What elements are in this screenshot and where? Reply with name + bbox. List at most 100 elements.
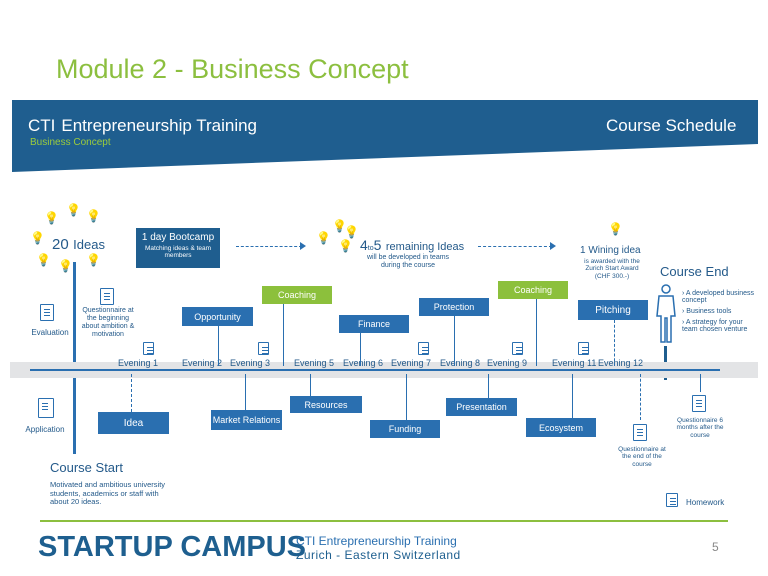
questionnaire-after-label: Questionnaire 6 months after the course <box>676 417 724 439</box>
questionnaire-begin-label: Questionnaire at the beginning about amb… <box>81 307 135 339</box>
topic-ecosystem: Ecosystem <box>526 418 596 437</box>
evening-12: Evening 12 <box>598 358 644 368</box>
questionnaire-end-label: Questionnaire at the end of the course <box>618 446 666 468</box>
winning-desc: is awarded with the Zurich Start Award (… <box>584 258 640 280</box>
evening-11: Evening 11 <box>552 358 597 368</box>
connector <box>310 374 311 396</box>
banner-program: Entrepreneurship Training <box>61 116 258 135</box>
course-end-item-text: Business tools <box>686 308 732 315</box>
arrow-bootcamp-to-teams <box>236 246 302 247</box>
evening-7: Evening 7 <box>391 358 432 368</box>
homework-icon <box>578 342 589 355</box>
lightbulb-icon: 💡 <box>44 211 59 225</box>
evening-5: Evening 5 <box>294 358 335 368</box>
connector <box>218 326 219 366</box>
page-number: 5 <box>712 540 719 554</box>
topic-finance: Finance <box>339 315 409 333</box>
topic-pitching: Pitching <box>578 300 648 320</box>
connector <box>572 374 573 418</box>
connector <box>131 374 133 412</box>
evaluation-doc-icon <box>40 304 54 321</box>
lightbulb-icon: 💡 <box>316 231 331 245</box>
footer-brand: STARTUP CAMPUS <box>38 531 306 563</box>
connector <box>614 320 616 366</box>
lightbulb-icon: 💡 <box>86 253 101 267</box>
teams-to-count: 5 <box>373 237 382 253</box>
banner-course-schedule: Course Schedule <box>606 116 737 135</box>
topic-protection: Protection <box>419 298 489 316</box>
questionnaire-end-icon <box>633 424 647 441</box>
connector <box>640 374 642 420</box>
lightbulb-icon: 💡 <box>338 239 353 253</box>
footer-divider <box>40 520 728 522</box>
connector <box>283 304 284 366</box>
footer-line-1: CTI Entrepreneurship Training <box>296 534 457 548</box>
connector <box>454 316 455 366</box>
bootcamp-title: 1 day Bootcamp <box>141 232 215 243</box>
questionnaire-after-icon <box>692 395 706 412</box>
topic-funding: Funding <box>370 420 440 438</box>
banner-background <box>12 100 758 172</box>
application-label: Application <box>25 425 65 434</box>
evening-6: Evening 6 <box>343 358 384 368</box>
connector <box>406 374 407 420</box>
teams-to: to <box>367 245 374 252</box>
homework-icon <box>418 342 429 355</box>
ideas-count: 20 <box>52 236 69 253</box>
connector <box>245 374 246 410</box>
topic-opportunity: Opportunity <box>182 307 253 326</box>
lightbulb-icon: 💡 <box>86 209 101 223</box>
evening-2: Evening 2 <box>182 358 223 368</box>
slide-title: Module 2 - Business Concept <box>56 54 409 84</box>
lightbulb-icon: 💡 <box>66 203 81 217</box>
arrowhead <box>300 242 306 250</box>
connector <box>700 374 701 392</box>
winning-title: 1 Wining idea <box>580 245 641 256</box>
topic-idea: Idea <box>98 412 169 434</box>
course-end-item: › A strategy for your team chosen ventur… <box>682 319 748 333</box>
course-end-item: › Business tools <box>682 308 732 315</box>
lightbulb-icon: 💡 <box>332 219 347 233</box>
topic-coaching-2: Coaching <box>498 281 568 299</box>
teams-bulbs-cluster: 💡 💡 💡 💡 <box>314 219 359 260</box>
lightbulb-icon: 💡 <box>58 259 73 273</box>
course-end-item-text: A developed business concept <box>682 290 754 304</box>
lightbulb-icon: 💡 <box>608 222 623 236</box>
homework-icon <box>258 342 269 355</box>
bootcamp-desc: Matching ideas & team members <box>144 245 212 260</box>
evening-1: Evening 1 <box>118 358 159 368</box>
lightbulb-icon: 💡 <box>344 225 359 239</box>
connector <box>360 333 361 366</box>
homework-icon <box>512 342 523 355</box>
course-start-title: Course Start <box>50 460 123 475</box>
footer-line-2: Zurich - Eastern Switzerland <box>296 548 461 562</box>
evaluation-label: Evaluation <box>31 328 69 337</box>
homework-legend-icon <box>666 493 678 507</box>
evening-8: Evening 8 <box>440 358 481 368</box>
homework-legend-label: Homework <box>686 498 725 507</box>
topic-market-relations: Market Relations <box>211 410 282 430</box>
evening-9: Evening 9 <box>487 358 528 368</box>
topic-coaching-1: Coaching <box>262 286 332 304</box>
ideas-count-label: 20 Ideas <box>52 236 105 254</box>
bootcamp-box: 1 day Bootcamp Matching ideas & team mem… <box>136 228 220 268</box>
homework-icon <box>143 342 154 355</box>
questionnaire-begin-icon <box>100 288 114 305</box>
course-start-bar <box>73 262 76 454</box>
connector <box>536 299 537 366</box>
banner-cti: CTI <box>28 116 56 135</box>
banner-title: CTI Entrepreneurship Training <box>28 116 257 136</box>
course-end-title: Course End <box>660 264 729 279</box>
topic-resources: Resources <box>290 396 362 413</box>
arrow-teams-to-winning <box>478 246 552 247</box>
application-doc-icon <box>38 398 54 418</box>
course-start-description: Motivated and ambitious university stude… <box>50 480 166 507</box>
teams-from: 4 <box>360 237 368 253</box>
ideas-bulbs-cluster: 💡 💡 💡 💡 💡 💡 💡 <box>30 204 110 274</box>
timeline-line <box>30 369 720 371</box>
course-end-item-text: A strategy for your team chosen venture <box>682 319 748 333</box>
topic-presentation: Presentation <box>446 398 517 416</box>
ideas-label: Ideas <box>73 237 105 252</box>
connector <box>488 374 489 398</box>
teams-label: remaining Ideas <box>385 241 465 253</box>
